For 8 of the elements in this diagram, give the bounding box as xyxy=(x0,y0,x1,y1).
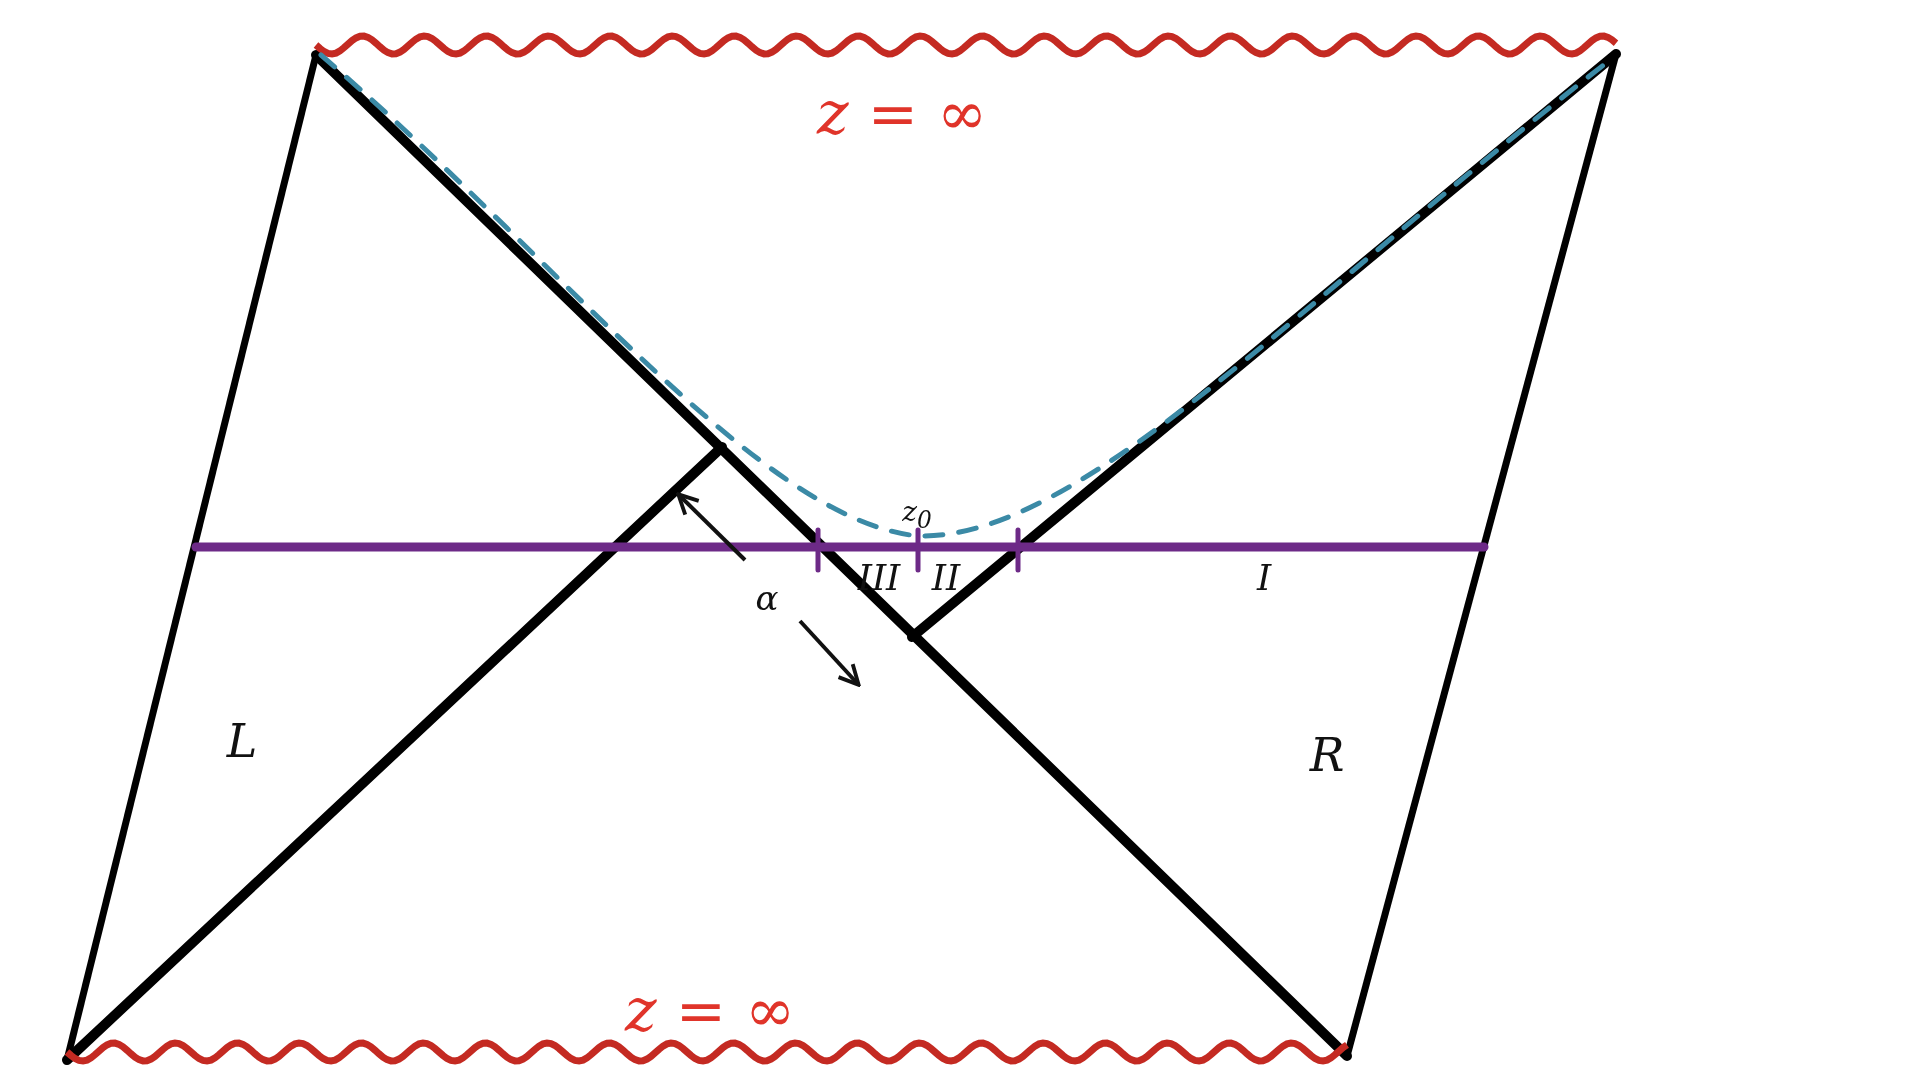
region-label: L xyxy=(226,718,258,764)
boundary-label: z = ∞ xyxy=(625,980,795,1040)
region-label: R xyxy=(1309,732,1345,778)
region-label: I xyxy=(1256,560,1272,596)
region-label: II xyxy=(931,560,961,596)
boundary-label: z = ∞ xyxy=(817,83,987,143)
point-label: z$_{0}$ xyxy=(902,498,932,532)
parameter-label: α xyxy=(755,581,779,615)
